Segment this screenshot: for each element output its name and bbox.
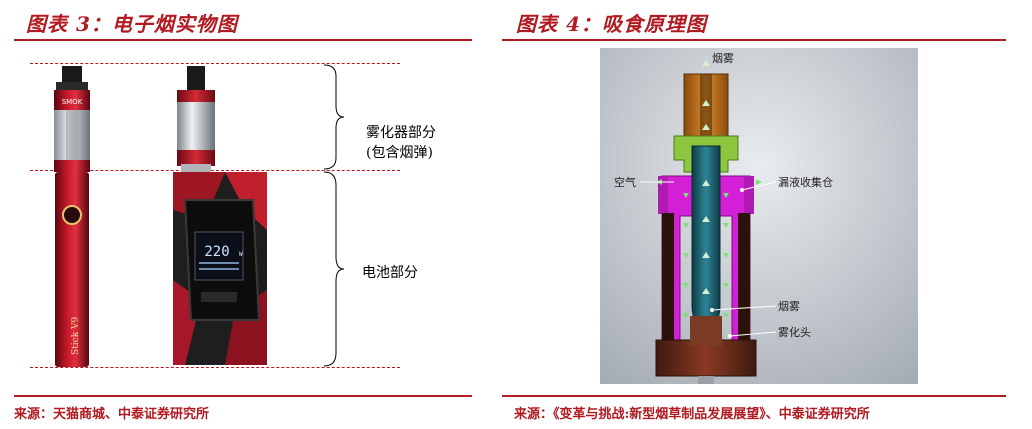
figure-right-title: 图表 4：吸食原理图 xyxy=(516,12,707,36)
figure-right-source: 来源：《变革与挑战:新型烟草制品发展展望》、中泰证券研究所 xyxy=(514,407,870,422)
atomizer-brace xyxy=(323,64,345,170)
dash-line-bottom xyxy=(30,367,400,368)
label-smoke-inner: 烟雾 xyxy=(778,299,800,313)
inhalation-diagram: 烟雾 空气 漏液收集仓 烟雾 雾化头 xyxy=(600,48,918,384)
title-rule xyxy=(14,39,472,41)
label-atomizer-head: 雾化头 xyxy=(778,325,811,339)
dash-line-middle xyxy=(30,170,400,171)
source-rule xyxy=(14,395,472,397)
label-smoke-top: 烟雾 xyxy=(712,51,734,65)
atomizer-label: 雾化器部分 xyxy=(366,125,436,141)
source-rule xyxy=(502,395,1006,397)
title-rule xyxy=(502,39,1006,41)
stick-name-text: Stick V9 xyxy=(71,316,81,355)
figure-left-title: 图表 3：电子烟实物图 xyxy=(26,12,238,36)
stick-device-image: SMOK Stick V9 xyxy=(54,66,90,367)
figure-left: 图表 3：电子烟实物图 SMOK Stick V9 xyxy=(14,12,472,422)
screen-unit-text: W xyxy=(239,251,243,258)
battery-brace xyxy=(323,171,345,367)
battery-label: 电池部分 xyxy=(362,265,418,281)
figure-left-source: 来源：天猫商城、中泰证券研究所 xyxy=(14,407,210,422)
label-leak-chamber: 漏液收集仓 xyxy=(778,175,833,189)
brand-text: SMOK xyxy=(62,98,83,106)
screen-value-text: 220 xyxy=(204,244,229,260)
box-mod-device-image: 220 W xyxy=(173,66,267,365)
dash-line-top xyxy=(30,63,400,64)
figure-right: 图表 4：吸食原理图 xyxy=(502,0,1032,429)
atomizer-sublabel: (包含烟弹) xyxy=(366,145,433,161)
label-air: 空气 xyxy=(614,175,636,189)
